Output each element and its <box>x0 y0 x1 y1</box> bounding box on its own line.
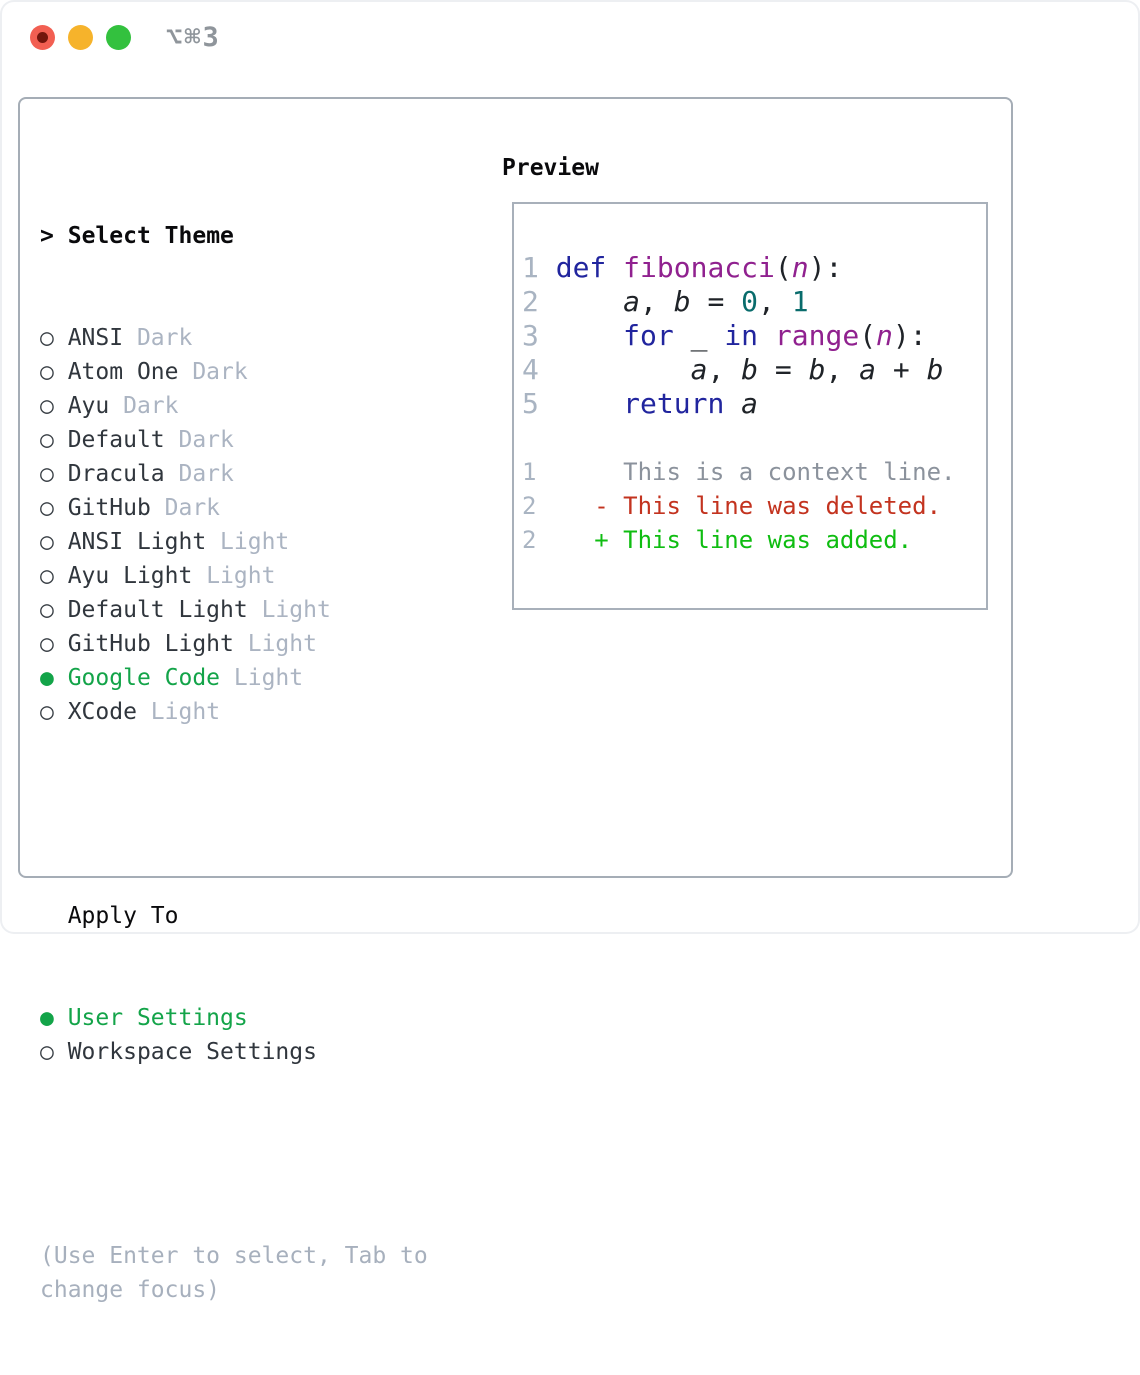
help-text: (Use Enter to select, Tab to change focu… <box>40 1243 428 1303</box>
apply-to-list: ● User Settings○ Workspace Settings <box>40 1001 480 1069</box>
theme-variant: Light <box>233 631 317 657</box>
prompt-caret-icon: > <box>40 223 54 249</box>
zoom-button[interactable] <box>106 25 131 50</box>
radio-icon: ○ <box>40 631 54 657</box>
apply-option-workspace-settings[interactable]: ○ Workspace Settings <box>40 1035 480 1069</box>
theme-variant: Dark <box>164 461 234 487</box>
theme-name: Dracula <box>53 461 165 487</box>
radio-icon: ○ <box>40 1039 54 1065</box>
theme-name: GitHub Light <box>53 631 234 657</box>
theme-option-google-code-light[interactable]: ● Google Code Light <box>40 661 480 695</box>
theme-name: Ayu Light <box>53 563 193 589</box>
theme-option-ansi-dark[interactable]: ○ ANSI Dark <box>40 321 480 355</box>
radio-icon: ○ <box>40 359 54 385</box>
theme-variant: Dark <box>150 495 221 521</box>
line-number: 1 <box>522 251 556 284</box>
apply-option-label: User Settings <box>53 1005 248 1031</box>
theme-name: ANSI Light <box>53 529 207 555</box>
theme-option-atom-one-dark[interactable]: ○ Atom One Dark <box>40 355 480 389</box>
theme-name: GitHub <box>53 495 151 521</box>
code-line: 5 return a <box>522 387 759 420</box>
theme-variant: Dark <box>123 325 193 351</box>
radio-icon: ○ <box>40 529 54 555</box>
theme-variant: Light <box>136 699 221 725</box>
diff-text: - This line was deleted. <box>594 492 942 520</box>
diff-preview: 1 This is a context line.2 - This line w… <box>522 455 980 557</box>
line-number: 5 <box>522 387 556 420</box>
diff-line-added: 2 + This line was added. <box>522 523 980 557</box>
apply-to-title-text: Apply To <box>67 903 179 929</box>
diff-text: This is a context line. <box>594 458 956 486</box>
theme-variant: Light <box>206 529 290 555</box>
theme-variant: Dark <box>178 359 248 385</box>
code-line: 2 a, b = 0, 1 <box>522 285 809 318</box>
code-line: 4 a, b = b, a + b <box>522 353 944 386</box>
radio-icon: ○ <box>40 563 54 589</box>
select-theme-header: > Select Theme <box>40 219 480 253</box>
window-title: ⌥⌘3 <box>166 22 221 53</box>
close-button-dot-icon <box>37 32 48 43</box>
theme-variant: Light <box>192 563 276 589</box>
apply-to-indent <box>40 903 68 929</box>
theme-option-default-light-light[interactable]: ○ Default Light Light <box>40 593 480 627</box>
radio-selected-icon: ● <box>40 665 54 691</box>
theme-selector-panel: > Select Theme ○ ANSI Dark○ Atom One Dar… <box>18 97 1013 1303</box>
theme-variant: Light <box>247 597 331 623</box>
theme-selector-column: > Select Theme ○ ANSI Dark○ Atom One Dar… <box>40 151 480 1375</box>
theme-option-dracula-dark[interactable]: ○ Dracula Dark <box>40 457 480 491</box>
radio-icon: ○ <box>40 427 54 453</box>
theme-option-xcode-light[interactable]: ○ XCode Light <box>40 695 480 729</box>
diff-line-deleted: 2 - This line was deleted. <box>522 489 980 523</box>
theme-name: Google Code <box>53 665 221 691</box>
line-number: 3 <box>522 319 556 352</box>
theme-name: XCode <box>53 699 137 725</box>
theme-option-ayu-dark[interactable]: ○ Ayu Dark <box>40 389 480 423</box>
preview-column: Preview 1 def fibonacci(n):2 a, b = 0, 1… <box>502 151 1002 610</box>
apply-option-user-settings[interactable]: ● User Settings <box>40 1001 480 1035</box>
select-theme-title <box>54 223 68 249</box>
radio-icon: ○ <box>40 699 54 725</box>
diff-text: + This line was added. <box>594 526 913 554</box>
radio-icon: ○ <box>40 495 54 521</box>
line-number: 1 <box>522 458 595 486</box>
theme-option-ansi-light-light[interactable]: ○ ANSI Light Light <box>40 525 480 559</box>
spacer <box>40 1137 480 1171</box>
line-number: 4 <box>522 353 556 386</box>
theme-name: Atom One <box>53 359 179 385</box>
spacer <box>40 797 480 831</box>
select-theme-title-text: Select Theme <box>67 223 234 249</box>
preview-title: Preview <box>502 155 599 181</box>
line-number: 2 <box>522 526 595 554</box>
theme-option-github-dark[interactable]: ○ GitHub Dark <box>40 491 480 525</box>
code-line: 1 def fibonacci(n): <box>522 251 843 284</box>
radio-selected-icon: ● <box>40 1005 54 1031</box>
line-number: 2 <box>522 285 556 318</box>
radio-icon: ○ <box>40 393 54 419</box>
theme-variant: Dark <box>164 427 234 453</box>
close-button[interactable] <box>30 25 55 50</box>
theme-option-default-dark[interactable]: ○ Default Dark <box>40 423 480 457</box>
code-line: 3 for _ in range(n): <box>522 319 927 352</box>
minimize-button[interactable] <box>68 25 93 50</box>
radio-icon: ○ <box>40 597 54 623</box>
apply-to-header: Apply To <box>40 899 480 933</box>
theme-variant: Dark <box>109 393 179 419</box>
radio-icon: ○ <box>40 461 54 487</box>
theme-name: ANSI <box>53 325 124 351</box>
radio-icon: ○ <box>40 325 54 351</box>
app-window: ⌥⌘3 > Select Theme ○ ANSI Dark○ Atom One… <box>0 0 1140 1303</box>
window-titlebar: ⌥⌘3 <box>0 0 1140 74</box>
line-number: 2 <box>522 492 595 520</box>
apply-option-label: Workspace Settings <box>53 1039 317 1065</box>
theme-name: Default <box>53 427 165 453</box>
theme-option-github-light-light[interactable]: ○ GitHub Light Light <box>40 627 480 661</box>
theme-name: Default Light <box>53 597 248 623</box>
diff-line-context: 1 This is a context line. <box>522 455 980 489</box>
theme-option-ayu-light-light[interactable]: ○ Ayu Light Light <box>40 559 480 593</box>
theme-variant: Light <box>220 665 304 691</box>
theme-list: ○ ANSI Dark○ Atom One Dark○ Ayu Dark○ De… <box>40 321 480 729</box>
theme-name: Ayu <box>53 393 110 419</box>
